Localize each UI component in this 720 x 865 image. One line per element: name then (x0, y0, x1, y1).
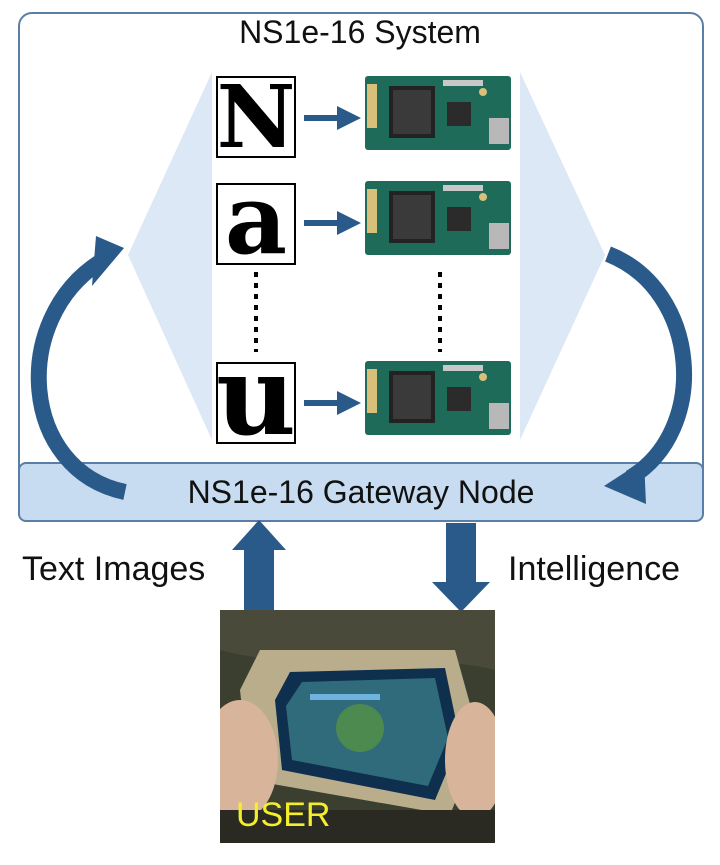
user-photo: USER (220, 610, 495, 843)
gateway-node: NS1e-16 Gateway Node (18, 462, 704, 522)
gateway-label: NS1e-16 Gateway Node (187, 473, 535, 510)
glyph-n: N (216, 76, 296, 158)
right-curve-arrow (604, 246, 692, 485)
user-label: USER (236, 796, 331, 834)
down-arrow-shaft (446, 523, 476, 585)
glyph-u: u (216, 362, 296, 444)
circuit-board-1 (365, 76, 511, 150)
circuit-board-3 (365, 361, 511, 435)
left-curve-arrowhead (92, 236, 124, 286)
left-fan-shape (128, 72, 212, 440)
up-arrow-shaft (244, 548, 274, 610)
circuit-board-2 (365, 181, 511, 255)
system-title: NS1e-16 System (239, 14, 481, 50)
glyph-image-u: u (216, 362, 296, 444)
handheld-device-illustration (220, 610, 495, 843)
text-images-label: Text Images (22, 550, 206, 588)
right-curve-arrowhead (604, 460, 646, 504)
intelligence-label: Intelligence (508, 550, 681, 588)
right-fan-shape (520, 72, 605, 440)
glyph-image-n: N (216, 76, 296, 158)
up-arrow-head (232, 520, 286, 550)
glyph-image-a: a (216, 183, 296, 265)
glyph-a: a (224, 183, 288, 265)
left-curve-arrow (30, 255, 127, 500)
down-arrow-head (432, 582, 490, 612)
